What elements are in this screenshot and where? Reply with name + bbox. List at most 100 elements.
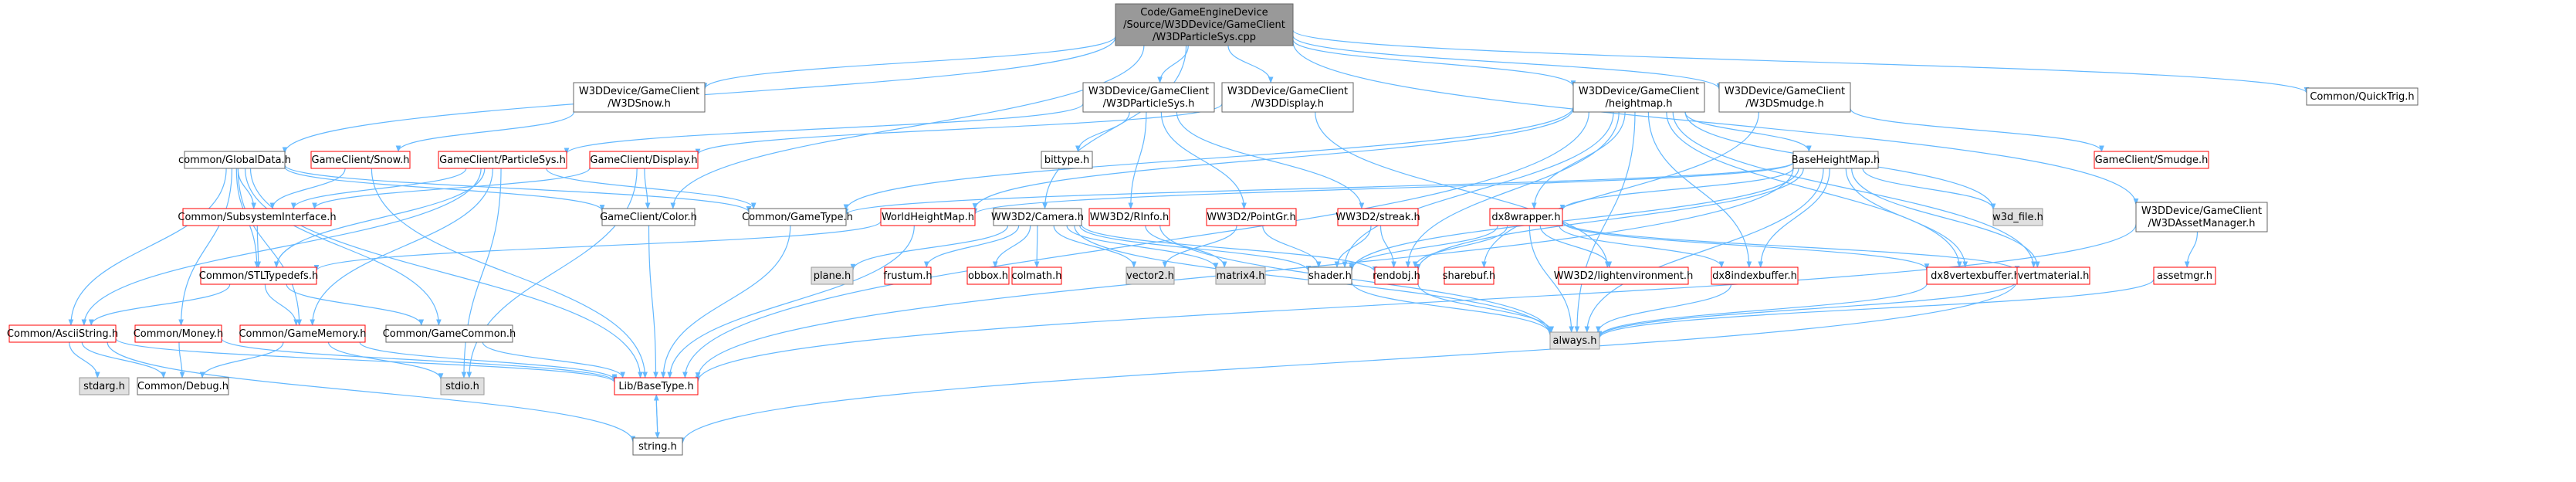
node-gc_smudge[interactable]: GameClient/Smudge.h — [2094, 151, 2209, 169]
node-dx8vertexbuffer[interactable]: dx8vertexbuffer.h — [1926, 266, 2025, 285]
node-w3ddisplay[interactable]: W3DDevice/GameClient/W3DDisplay.h — [1221, 82, 1354, 113]
edge-gametype-to-basetype — [660, 225, 791, 378]
edge-gc_snow-to-basetype — [371, 168, 648, 378]
node-ww3d_rinfo[interactable]: WW3D2/RInfo.h — [1088, 208, 1170, 226]
edge-gc_color-to-basetype — [648, 225, 658, 378]
node-sharebuf[interactable]: sharebuf.h — [1443, 266, 1496, 285]
edge-stltypedefs-to-gamecommon — [286, 283, 425, 326]
node-heightmap[interactable]: W3DDevice/GameClient/heightmap.h — [1572, 82, 1705, 113]
edge-heightmap-to-dx8indexbuffer — [1647, 111, 1752, 268]
edge-w3dsmudge-to-sharebuf — [1481, 111, 1759, 268]
node-label-heightmap: W3DDevice/GameClient — [1579, 86, 1699, 97]
node-w3dassetmanager[interactable]: W3DDevice/GameClient/W3DAssetManager.h — [2135, 202, 2268, 233]
node-money[interactable]: Common/Money.h — [134, 324, 224, 343]
node-box-stdarg — [79, 377, 130, 395]
node-box-gc_smudge — [2094, 151, 2209, 169]
node-label-stdio: stdio.h — [445, 381, 479, 392]
node-lightenv[interactable]: WW3D2/lightenvironment.h — [1554, 266, 1694, 285]
node-box-globaldata — [184, 151, 286, 169]
node-dx8wrapper[interactable]: dx8wrapper.h — [1489, 208, 1563, 226]
node-ww3d_streak[interactable]: WW3D2/streak.h — [1335, 208, 1420, 226]
node-vertmaterial[interactable]: vertmaterial.h — [2016, 266, 2090, 285]
node-box-rendobj — [1374, 266, 1419, 285]
node-matrix4[interactable]: matrix4.h — [1215, 266, 1266, 285]
node-box-sharebuf — [1444, 266, 1494, 285]
node-label-gamememory: Common/GameMemory.h — [239, 328, 366, 340]
node-w3dsmudge[interactable]: W3DDevice/GameClient/W3DSmudge.h — [1718, 82, 1851, 113]
node-w3dparticlesys_h[interactable]: W3DDevice/GameClient/W3DParticleSys.h — [1082, 82, 1215, 113]
node-baseheightmap[interactable]: BaseHeightMap.h — [1792, 151, 1880, 169]
node-stdarg[interactable]: stdarg.h — [79, 377, 130, 395]
node-box-basetype — [614, 377, 699, 395]
node-box-quicktrig — [2306, 87, 2419, 106]
node-gc_snow[interactable]: GameClient/Snow.h — [310, 151, 411, 169]
node-assetmgr[interactable]: assetmgr.h — [2153, 266, 2216, 285]
node-obbox[interactable]: obbox.h — [966, 266, 1010, 285]
node-label-debug: Common/Debug.h — [137, 381, 228, 392]
edge-root-to-gc_color — [670, 45, 1145, 209]
node-colmath[interactable]: colmath.h — [1011, 266, 1062, 285]
node-gamememory[interactable]: Common/GameMemory.h — [239, 324, 367, 343]
node-box-debug — [137, 377, 229, 395]
edge-baseheightmap-to-shader — [1349, 168, 1799, 272]
edge-asciistring-to-basetype — [115, 338, 618, 384]
node-w3d_file[interactable]: w3d_file.h — [1992, 208, 2043, 226]
node-box-bittype — [1041, 151, 1093, 169]
node-label-root: /Source/W3DDevice/GameClient — [1123, 19, 1285, 31]
node-ww3d_pointgr[interactable]: WW3D2/PointGr.h — [1206, 208, 1297, 226]
edge-vertmaterial-to-string — [679, 280, 2018, 444]
node-quicktrig[interactable]: Common/QuickTrig.h — [2306, 87, 2419, 106]
node-label-gc_display: GameClient/Display.h — [590, 154, 697, 166]
node-globaldata[interactable]: common/GlobalData.h — [178, 151, 291, 169]
edge-gc_particlesys-to-subsysinterface — [290, 168, 467, 209]
edge-heightmap-to-gametype — [843, 107, 1574, 211]
node-always[interactable]: always.h — [1549, 331, 1600, 350]
edge-globaldata-to-asciistring — [68, 168, 227, 326]
edge-dx8wrapper-to-rendobj — [1412, 225, 1508, 268]
node-dx8indexbuffer[interactable]: dx8indexbuffer.h — [1711, 266, 1799, 285]
node-label-baseheightmap: BaseHeightMap.h — [1792, 154, 1880, 166]
node-label-w3ddisplay: W3DDevice/GameClient — [1227, 86, 1348, 97]
node-frustum[interactable]: frustum.h — [883, 266, 933, 285]
edge-ww3d_streak-to-rendobj — [1379, 225, 1396, 268]
edge-asciistring-to-debug — [81, 341, 167, 378]
node-box-w3dsmudge — [1718, 82, 1851, 113]
node-box-w3dsnow — [573, 82, 706, 113]
node-string[interactable]: string.h — [632, 437, 683, 456]
node-label-vector2: vector2.h — [1126, 270, 1174, 282]
node-stltypedefs[interactable]: Common/STLTypedefs.h — [199, 266, 318, 285]
node-gc_particlesys[interactable]: GameClient/ParticleSys.h — [438, 151, 567, 169]
node-gametype[interactable]: Common/GameType.h — [742, 208, 853, 226]
node-box-w3ddisplay — [1221, 82, 1354, 113]
node-gc_display[interactable]: GameClient/Display.h — [589, 151, 699, 169]
node-debug[interactable]: Common/Debug.h — [137, 377, 229, 395]
node-basetype[interactable]: Lib/BaseType.h — [614, 377, 699, 395]
node-gamecommon[interactable]: Common/GameCommon.h — [383, 324, 516, 343]
edge-baseheightmap-to-dx8vertexbuffer — [1845, 168, 1968, 268]
node-subsysinterface[interactable]: Common/SubsystemInterface.h — [178, 208, 337, 226]
edge-heightmap-to-dx8wrapper — [1532, 111, 1626, 209]
node-rendobj[interactable]: rendobj.h — [1373, 266, 1420, 285]
node-shader[interactable]: shader.h — [1308, 266, 1352, 285]
node-label-gamecommon: Common/GameCommon.h — [383, 328, 516, 340]
node-asciistring[interactable]: Common/AsciiString.h — [7, 324, 118, 343]
node-label-ww3d_pointgr: WW3D2/PointGr.h — [1207, 212, 1296, 223]
node-box-asciistring — [8, 324, 117, 343]
node-w3dsnow[interactable]: W3DDevice/GameClient/W3DSnow.h — [573, 82, 706, 113]
node-label-obbox: obbox.h — [968, 270, 1008, 282]
node-plane[interactable]: plane.h — [811, 266, 854, 285]
node-label-w3d_file: w3d_file.h — [1992, 212, 2043, 223]
node-stdio[interactable]: stdio.h — [440, 377, 485, 395]
node-ww3d_camera[interactable]: WW3D2/Camera.h — [991, 208, 1084, 226]
edge-dx8vertexbuffer-to-always — [1596, 283, 1928, 338]
node-box-frustum — [884, 266, 932, 285]
node-bittype[interactable]: bittype.h — [1041, 151, 1093, 169]
node-box-dx8wrapper — [1489, 208, 1563, 226]
node-gc_color[interactable]: GameClient/Color.h — [600, 208, 697, 226]
edge-gc_display-to-gc_color — [644, 168, 651, 209]
node-vector2[interactable]: vector2.h — [1126, 266, 1175, 285]
node-worldheightmap[interactable]: WorldHeightMap.h — [880, 208, 976, 226]
edge-dx8wrapper-to-lightenv — [1539, 225, 1613, 268]
node-label-dx8indexbuffer: dx8indexbuffer.h — [1712, 270, 1797, 282]
node-label-gc_snow: GameClient/Snow.h — [312, 154, 410, 166]
